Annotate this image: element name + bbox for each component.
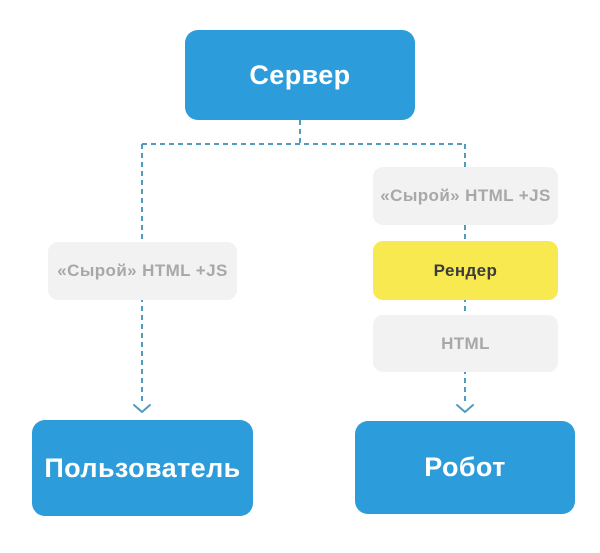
node-raw-html-js-left: «Сырой» HTML +JS — [48, 242, 237, 300]
node-raw-html-js-right-label: «Сырой» HTML +JS — [380, 186, 551, 205]
node-robot-label: Робот — [424, 452, 506, 482]
node-render-label: Рендер — [433, 260, 498, 280]
node-html: HTML — [373, 315, 558, 372]
node-server-label: Сервер — [249, 59, 351, 90]
node-user: Пользователь — [32, 420, 253, 516]
node-html-label: HTML — [441, 333, 490, 353]
node-render: Рендер — [373, 241, 558, 300]
node-user-label: Пользователь — [44, 452, 241, 483]
node-raw-html-js-left-label: «Сырой» HTML +JS — [57, 261, 228, 280]
node-raw-html-js-right: «Сырой» HTML +JS — [373, 167, 558, 225]
arrowhead-to-user — [133, 404, 151, 413]
node-robot: Робот — [355, 421, 575, 514]
arrowhead-to-robot — [456, 404, 474, 413]
node-server: Сервер — [185, 30, 415, 120]
